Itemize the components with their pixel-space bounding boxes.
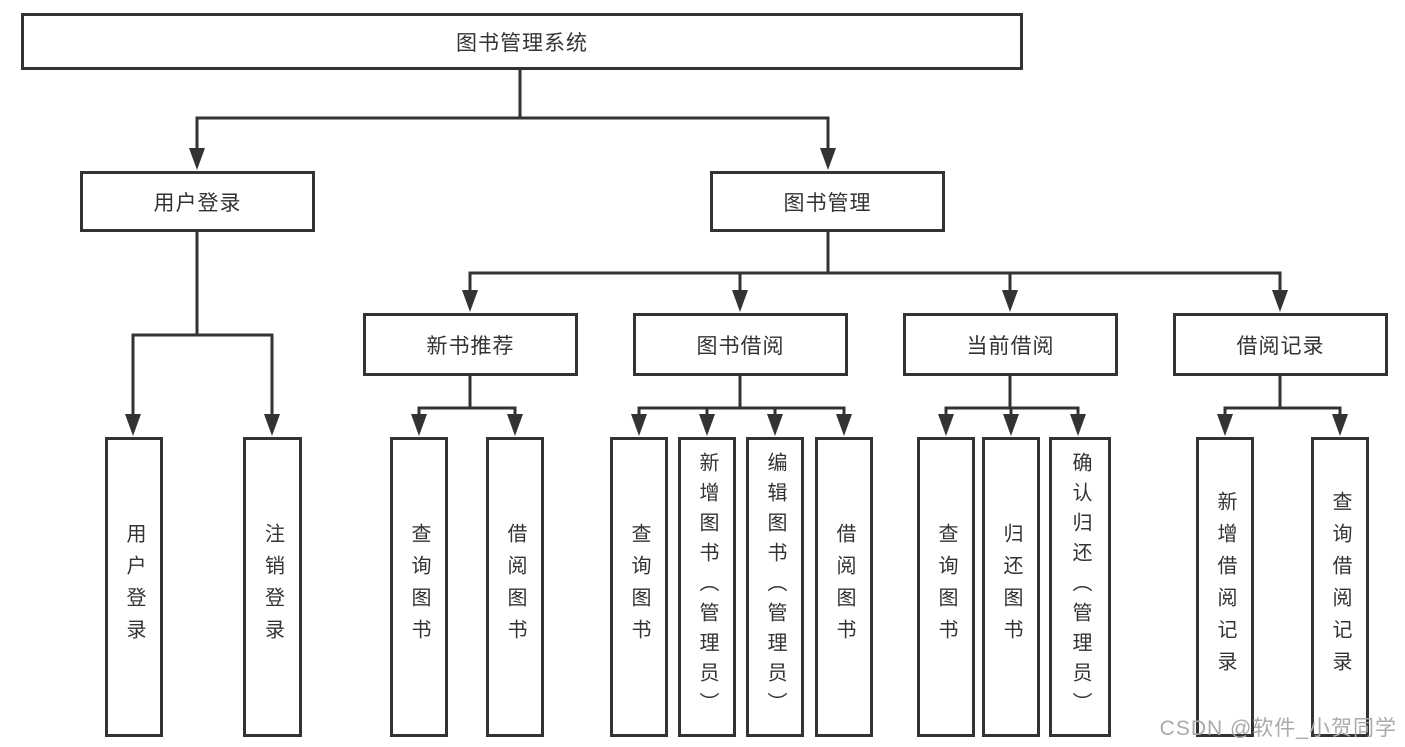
node-confirm-return-admin-label: 确认归还（管理员） [1069, 452, 1091, 722]
node-borrow-books-recommend: 借阅图书 [486, 437, 544, 737]
node-logout-label: 注销登录 [261, 523, 284, 651]
node-book-borrow-label: 图书借阅 [696, 334, 785, 358]
node-edit-book-admin: 编辑图书（管理员） [746, 437, 804, 737]
node-current-borrow: 当前借阅 [903, 313, 1118, 376]
node-query-books-recommend: 查询图书 [390, 437, 448, 737]
node-query-borrow-record: 查询借阅记录 [1311, 437, 1369, 737]
node-query-books-current: 查询图书 [917, 437, 975, 737]
node-add-book-admin: 新增图书（管理员） [678, 437, 736, 737]
node-edit-book-admin-label: 编辑图书（管理员） [764, 452, 786, 722]
node-book-management-label: 图书管理 [783, 191, 872, 215]
node-user-login-branch-label: 用户登录 [153, 191, 242, 215]
node-query-books-borrow-label: 查询图书 [628, 523, 650, 651]
node-user-login-leaf-label: 用户登录 [123, 523, 145, 651]
watermark: CSDN @软件_小贺同学 [1159, 717, 1397, 740]
node-new-book-recommend: 新书推荐 [363, 313, 578, 376]
node-borrow-records: 借阅记录 [1173, 313, 1388, 376]
node-new-book-recommend-label: 新书推荐 [426, 334, 515, 358]
node-query-books-borrow: 查询图书 [610, 437, 668, 737]
node-book-management: 图书管理 [710, 171, 945, 232]
node-user-login-branch: 用户登录 [80, 171, 315, 232]
node-borrow-books-leaf-label: 借阅图书 [833, 523, 855, 651]
node-borrow-records-label: 借阅记录 [1236, 334, 1325, 358]
node-logout: 注销登录 [243, 437, 302, 737]
node-library-system-label: 图书管理系统 [456, 31, 588, 55]
node-return-books: 归还图书 [982, 437, 1040, 737]
node-borrow-books-recommend-label: 借阅图书 [504, 523, 526, 651]
node-book-borrow: 图书借阅 [633, 313, 848, 376]
node-add-borrow-record: 新增借阅记录 [1196, 437, 1254, 737]
node-user-login-leaf: 用户登录 [105, 437, 163, 737]
node-query-books-current-label: 查询图书 [935, 523, 957, 651]
node-confirm-return-admin: 确认归还（管理员） [1049, 437, 1111, 737]
node-return-books-label: 归还图书 [1000, 523, 1022, 651]
node-current-borrow-label: 当前借阅 [966, 334, 1055, 358]
node-query-borrow-record-label: 查询借阅记录 [1329, 491, 1351, 683]
node-library-system: 图书管理系统 [21, 13, 1023, 70]
node-query-books-recommend-label: 查询图书 [408, 523, 430, 651]
node-borrow-books-leaf: 借阅图书 [815, 437, 873, 737]
node-add-borrow-record-label: 新增借阅记录 [1214, 491, 1236, 683]
node-add-book-admin-label: 新增图书（管理员） [696, 452, 718, 722]
